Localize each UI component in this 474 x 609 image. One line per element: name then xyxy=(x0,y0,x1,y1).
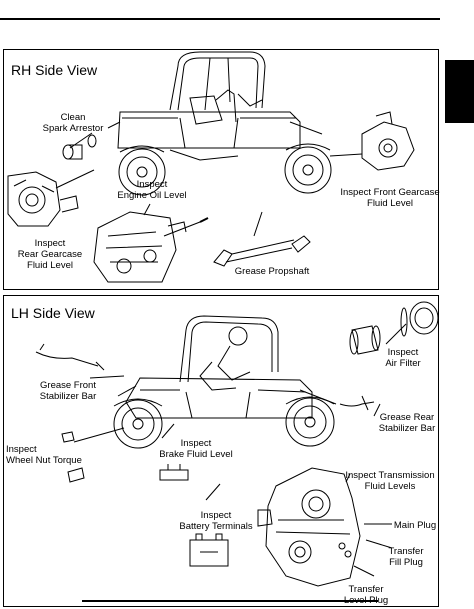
front-stabilizer-bar-illustration xyxy=(36,344,104,370)
callout-main-plug: Main Plug xyxy=(393,520,437,531)
callout-transfer-fill-plug: Transfer Fill Plug xyxy=(388,546,424,568)
transmission-illustration xyxy=(258,468,360,586)
callout-front-gearcase: Inspect Front Gearcase Fluid Level xyxy=(340,187,440,209)
callout-transmission: Inspect Transmission Fluid Levels xyxy=(345,470,435,492)
rear-stabilizer-bar-illustration xyxy=(340,396,374,410)
callout-rear-stabilizer: Grease Rear Stabilizer Bar xyxy=(378,412,436,434)
rh-panel-title: RH Side View xyxy=(11,62,98,78)
lug-wrench-illustration xyxy=(68,468,84,482)
callout-rear-gearcase: Inspect Rear Gearcase Fluid Level xyxy=(17,238,83,271)
header-rule xyxy=(0,18,440,20)
footer-rule xyxy=(82,600,378,602)
front-gearcase-illustration xyxy=(362,112,414,170)
air-filter-housing-illustration xyxy=(401,302,438,336)
propshaft-illustration xyxy=(214,236,310,266)
callout-front-stabilizer: Grease Front Stabilizer Bar xyxy=(39,380,97,402)
lh-panel-title: LH Side View xyxy=(11,305,95,321)
battery-illustration xyxy=(190,534,228,566)
section-tab xyxy=(445,60,474,123)
dipstick-illustration xyxy=(164,218,208,236)
callout-battery: Inspect Battery Terminals xyxy=(179,510,253,532)
callout-transfer-level-plug: Transfer Level Plug xyxy=(344,584,389,606)
lh-side-view-panel xyxy=(3,295,439,607)
callout-air-filter: Inspect Air Filter xyxy=(385,347,421,369)
rh-vehicle-illustration xyxy=(108,52,331,195)
callout-grease-propshaft: Grease Propshaft xyxy=(234,266,310,277)
lh-vehicle-illustration xyxy=(114,316,336,448)
callout-spark-arrestor: Clean Spark Arrestor xyxy=(42,112,104,134)
rear-gearcase-illustration xyxy=(8,172,78,226)
engine-illustration xyxy=(94,212,186,282)
rh-side-view-panel xyxy=(3,49,439,290)
callout-wheel-nut: Inspect Wheel Nut Torque xyxy=(6,444,82,466)
wheel-nut-illustration xyxy=(62,432,74,442)
callout-brake-fluid: Inspect Brake Fluid Level xyxy=(159,438,233,460)
callout-engine-oil: Inspect Engine Oil Level xyxy=(117,179,187,201)
air-filter-illustration xyxy=(350,326,380,354)
brake-fluid-illustration xyxy=(160,464,188,480)
